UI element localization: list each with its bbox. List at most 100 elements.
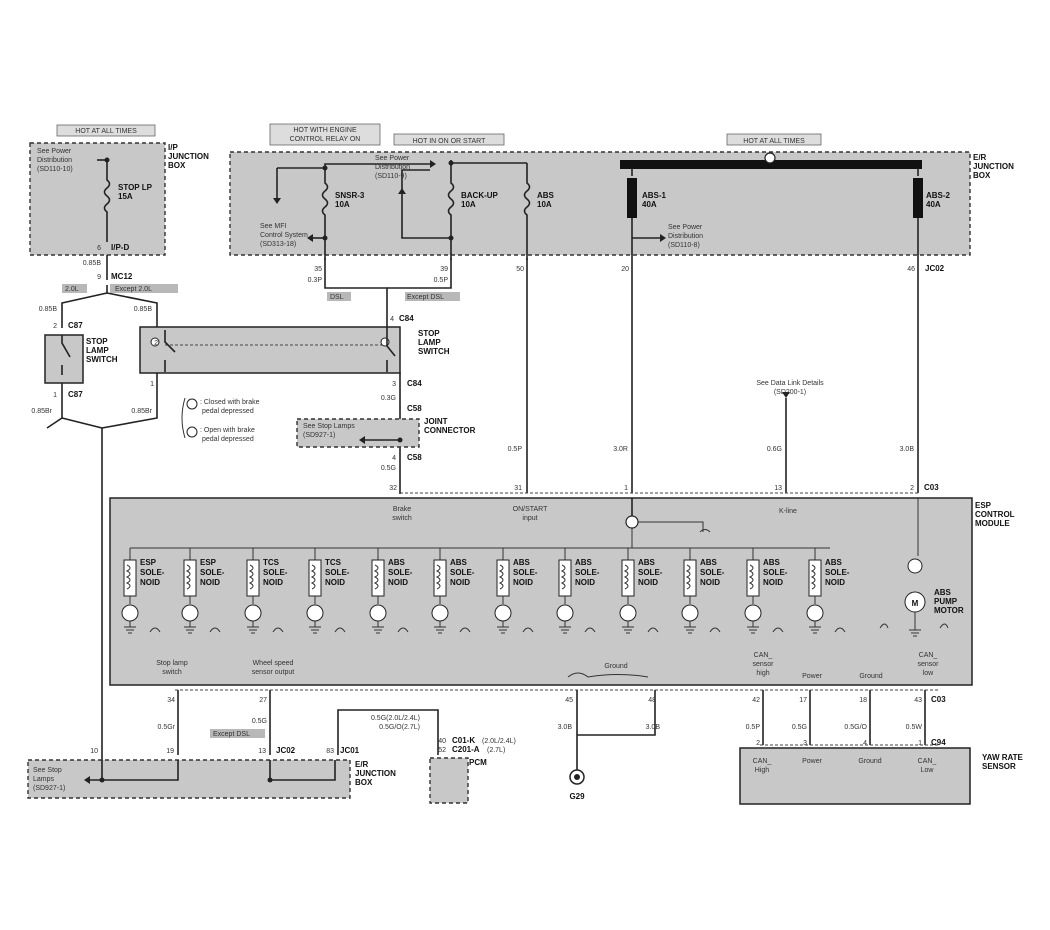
label-opt-dsl: DSL [330,294,344,301]
hot-er-tag [726,133,822,146]
label-wire-30b-top: 3.0B [900,446,915,453]
fuse-abs-2 [913,178,923,218]
label-wire-03g: 0.3G [381,395,396,402]
label-opt-20l: 2.0L [65,286,79,293]
label-wire-05go-y: 0.5G/O [844,724,867,731]
label-pin-4: 4 [390,316,394,323]
label-pin-17: 17 [799,697,807,704]
fuse-abs [523,163,531,260]
label-pin-32: 32 [389,485,397,492]
label-pin-2y: 2 [756,740,760,747]
opt-except-dsl-tag-2 [210,729,265,738]
label-wire-05g-a: 0.5G [381,465,396,472]
solenoid-7 [494,548,534,634]
opt-except-dsl-tag [405,292,460,301]
label-conn-jc02-bot: JC02 [276,746,296,755]
solenoid-11 [744,548,784,634]
label-conn-ipd: I/P-D [111,243,129,252]
label-conn-c01k-note: (2.0L/2.4L) [482,738,516,745]
er-junction-box-bottom [27,759,351,799]
label-pin-43: 43 [914,697,922,704]
label-hot-er: HOT AT ALL TIMES [743,138,805,145]
label-see-data-link: See Data Link Details(SD200-1) [756,380,824,396]
label-pin-34: 34 [167,697,175,704]
label-pin-18: 18 [859,697,867,704]
label-conn-c87a: C87 [68,321,83,330]
fuse-snsr-3 [321,168,329,260]
label-pin-1y: 1 [918,740,922,747]
label-pin-40: 40 [438,738,446,745]
label-wire-30b-l: 3.0B [558,724,573,731]
fuse-stop-lp [103,160,111,242]
label-pin-1b: 1 [150,381,154,388]
label-pin-35: 35 [314,266,322,273]
label-wire-085br-2: 0.85Br [131,408,152,415]
opt-20l-tag [62,284,87,293]
label-see-stop-lamps-1: See Stop Lamps(SD927-1) [303,423,355,439]
label-wire-30b-r: 3.0B [646,724,661,731]
label-pin-48: 48 [648,697,656,704]
label-pin-2b: 2 [154,340,158,347]
pcm-box [429,757,469,804]
label-pin-42: 42 [752,697,760,704]
label-conn-c84a: C84 [399,314,414,323]
label-pin-31: 31 [514,485,522,492]
label-pin-1c: 1 [624,485,628,492]
label-wire-05p-top: 0.5P [434,277,449,284]
label-opt-except20l: Except 2.0L [115,286,152,293]
label-wire-05p-y: 0.5P [746,724,761,731]
label-conn-c201a-note: (2.7L) [487,747,505,754]
label-pin-1a: 1 [53,392,57,399]
opt-dsl-tag [327,292,351,301]
label-conn-c01k: C01-K [452,736,475,745]
label-wire-085b-2: 0.85B [39,306,58,313]
label-pin-20: 20 [621,266,629,273]
motor-symbol: M [912,599,919,608]
label-wire-05g-y: 0.5G [792,724,807,731]
label-pin-2c: 2 [910,485,914,492]
label-wire-30r: 3.0R [613,446,628,453]
label-pin-50: 50 [516,266,524,273]
label-pin-4b: 4 [392,455,396,462]
label-pin-19: 19 [166,748,174,755]
label-hot-ip: HOT AT ALL TIMES [75,128,137,135]
label-g29: G29 [569,792,585,801]
hot-on-start-tag [393,133,505,146]
label-conn-jc02-top: JC02 [925,264,945,273]
label-pin-27: 27 [259,697,267,704]
er-bus-bar [620,160,922,169]
label-pin-52: 52 [438,747,446,754]
solenoid-3 [244,548,284,634]
label-conn-c87b: C87 [68,390,83,399]
label-out-ground: Ground [604,663,627,670]
label-pin-6: 6 [97,245,101,252]
label-in-kline: K-line [779,508,797,515]
label-conn-mc12: MC12 [111,272,133,281]
label-pin-46: 46 [907,266,915,273]
label-pcm: PCM [469,758,487,767]
label-conn-c94: C94 [931,738,946,747]
label-out-ground2: Ground [859,673,882,680]
label-pin-13b: 13 [258,748,266,755]
